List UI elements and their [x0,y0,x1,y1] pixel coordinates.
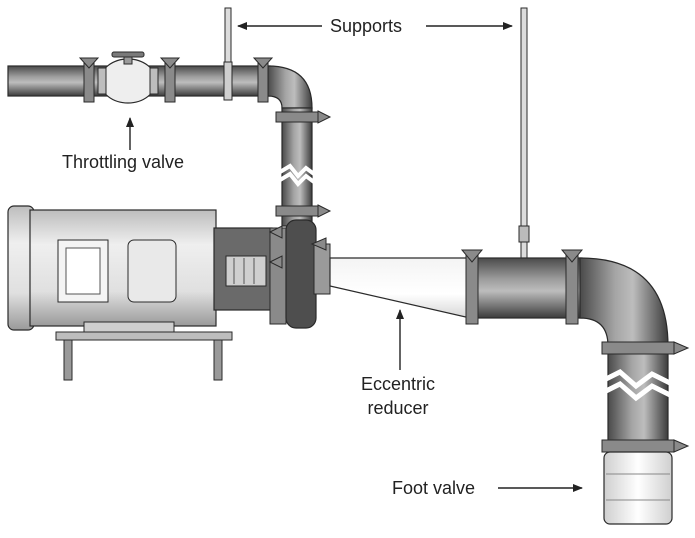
suction-couplings [460,249,690,453]
electric-motor [7,205,233,381]
annotation-arrows [126,22,583,492]
foot-valve [603,451,673,525]
eccentric-reducer-label-line2: reducer [367,398,429,418]
discharge-couplings [78,57,332,218]
foot-valve-label: Foot valve [392,478,476,498]
throttling-valve-label: Throttling valve [62,152,185,172]
eccentric-reducer-label-line1: Eccentric [360,374,436,394]
throttling-valve [97,51,159,104]
eccentric-reducer [329,257,471,319]
supports-label: Supports [330,16,403,36]
pump-body [213,219,331,329]
suction-pipe [469,257,674,451]
